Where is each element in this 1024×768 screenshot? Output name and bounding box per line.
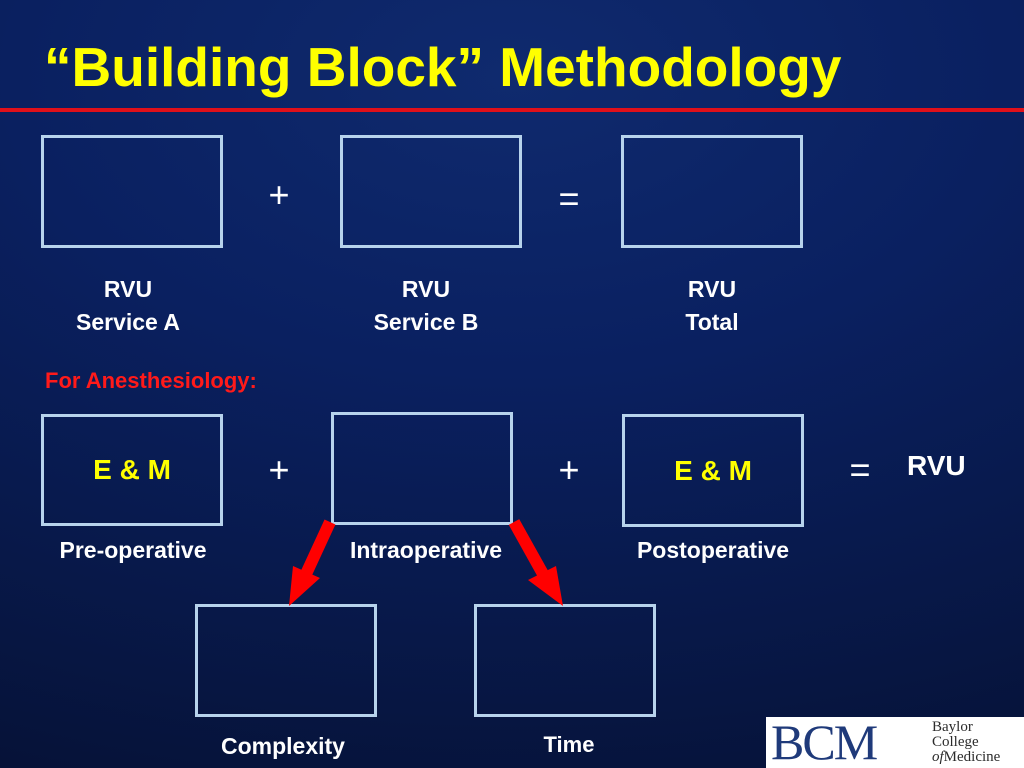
postoperative-box: E & M <box>622 414 804 527</box>
time-arrow-head <box>528 566 563 606</box>
equals-sign-bottom: = <box>849 449 871 490</box>
service-b-box <box>340 135 522 248</box>
complexity-label: Complexity <box>221 733 345 759</box>
total-box <box>621 135 803 248</box>
bcm-logo: BCM Baylor College ofMedicine <box>766 717 1024 768</box>
plus-sign-right: + <box>558 449 580 490</box>
bcm-logo-name: Baylor College ofMedicine <box>932 719 1001 765</box>
section-heading: For Anesthesiology: <box>45 368 257 393</box>
service-a-box <box>41 135 223 248</box>
preoperative-label: Pre-operative <box>59 537 207 563</box>
plus-sign-left: + <box>268 449 290 490</box>
postoperative-label: Postoperative <box>636 537 790 563</box>
service-b-label: RVU Service B <box>373 276 479 335</box>
rvu-result: RVU <box>907 450 966 481</box>
service-a-label: RVU Service A <box>76 276 180 335</box>
slide-title: “Building Block” Methodology <box>44 36 842 98</box>
equals-sign-top: = <box>558 178 580 219</box>
intraoperative-label: Intraoperative <box>349 537 503 563</box>
complexity-box <box>195 604 377 717</box>
bcm-logo-mark: BCM <box>771 717 878 768</box>
time-box <box>474 604 656 717</box>
total-label: RVU Total <box>685 276 739 335</box>
time-label: Time <box>543 732 595 757</box>
title-divider <box>0 108 1024 112</box>
plus-sign-top: + <box>268 174 290 215</box>
preoperative-box: E & M <box>41 414 223 526</box>
complexity-arrow-head <box>289 566 320 606</box>
intraoperative-box <box>331 412 513 525</box>
